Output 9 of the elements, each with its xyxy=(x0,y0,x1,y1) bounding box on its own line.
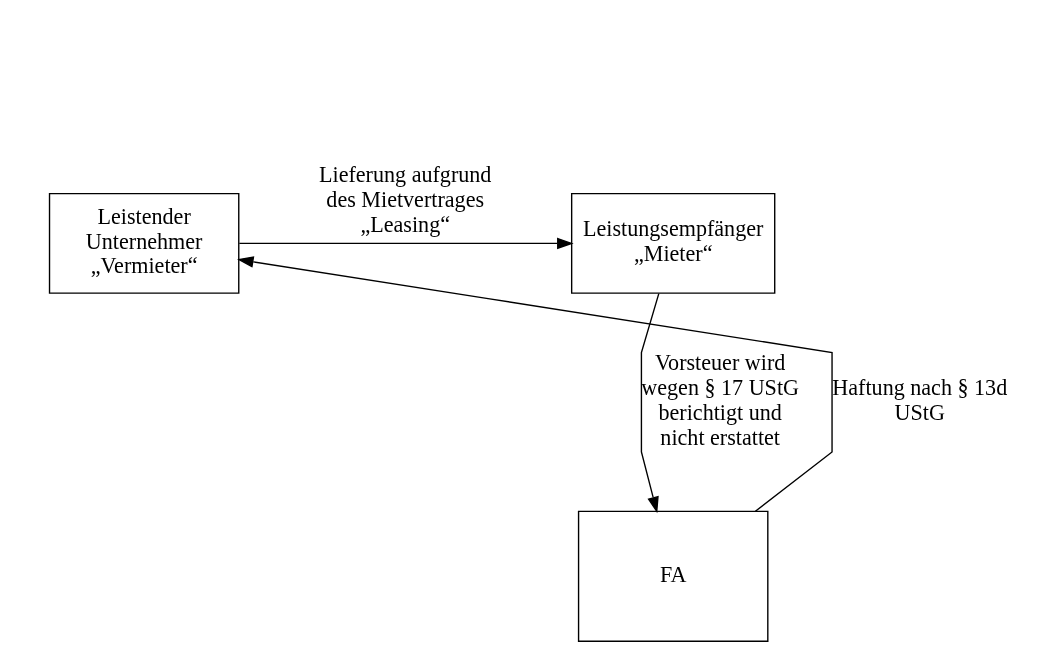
arrow xyxy=(238,237,574,250)
edge-label: Vorsteuer wird wegen § 17 UStG berichtigt und nicht erstattet xyxy=(641,350,800,450)
edge-label: Haftung nach § 13d UStG xyxy=(832,375,1008,425)
node-box: FA xyxy=(577,510,769,642)
arrow xyxy=(237,256,833,512)
edge-label: Lieferung aufgrund des Mietvertrages „Leasing“ xyxy=(319,162,492,238)
node-box: Leistungsempfänger „Mieter“ xyxy=(570,192,776,294)
node-box: Leistender Unternehmer „Vermieter“ xyxy=(48,192,240,294)
arrow xyxy=(640,292,660,514)
